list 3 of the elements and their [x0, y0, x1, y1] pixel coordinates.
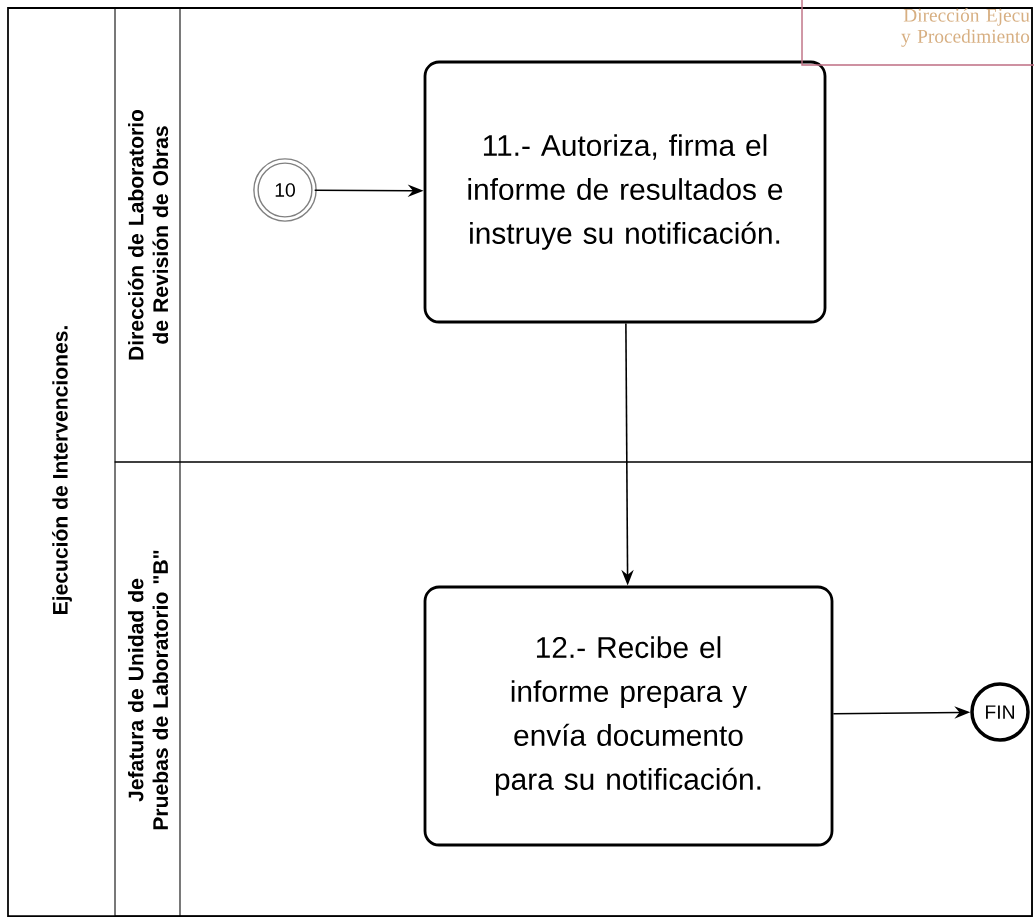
task-box: 12.- Recibe el informe prepara y envía documento para su notificación.	[423, 585, 834, 847]
task-box: 11.- Autoriza, firma el informe de resultados e instruye su notificación.	[423, 60, 827, 324]
stamp: Dirección Ejecu y Procedimiento	[801, 0, 1035, 66]
